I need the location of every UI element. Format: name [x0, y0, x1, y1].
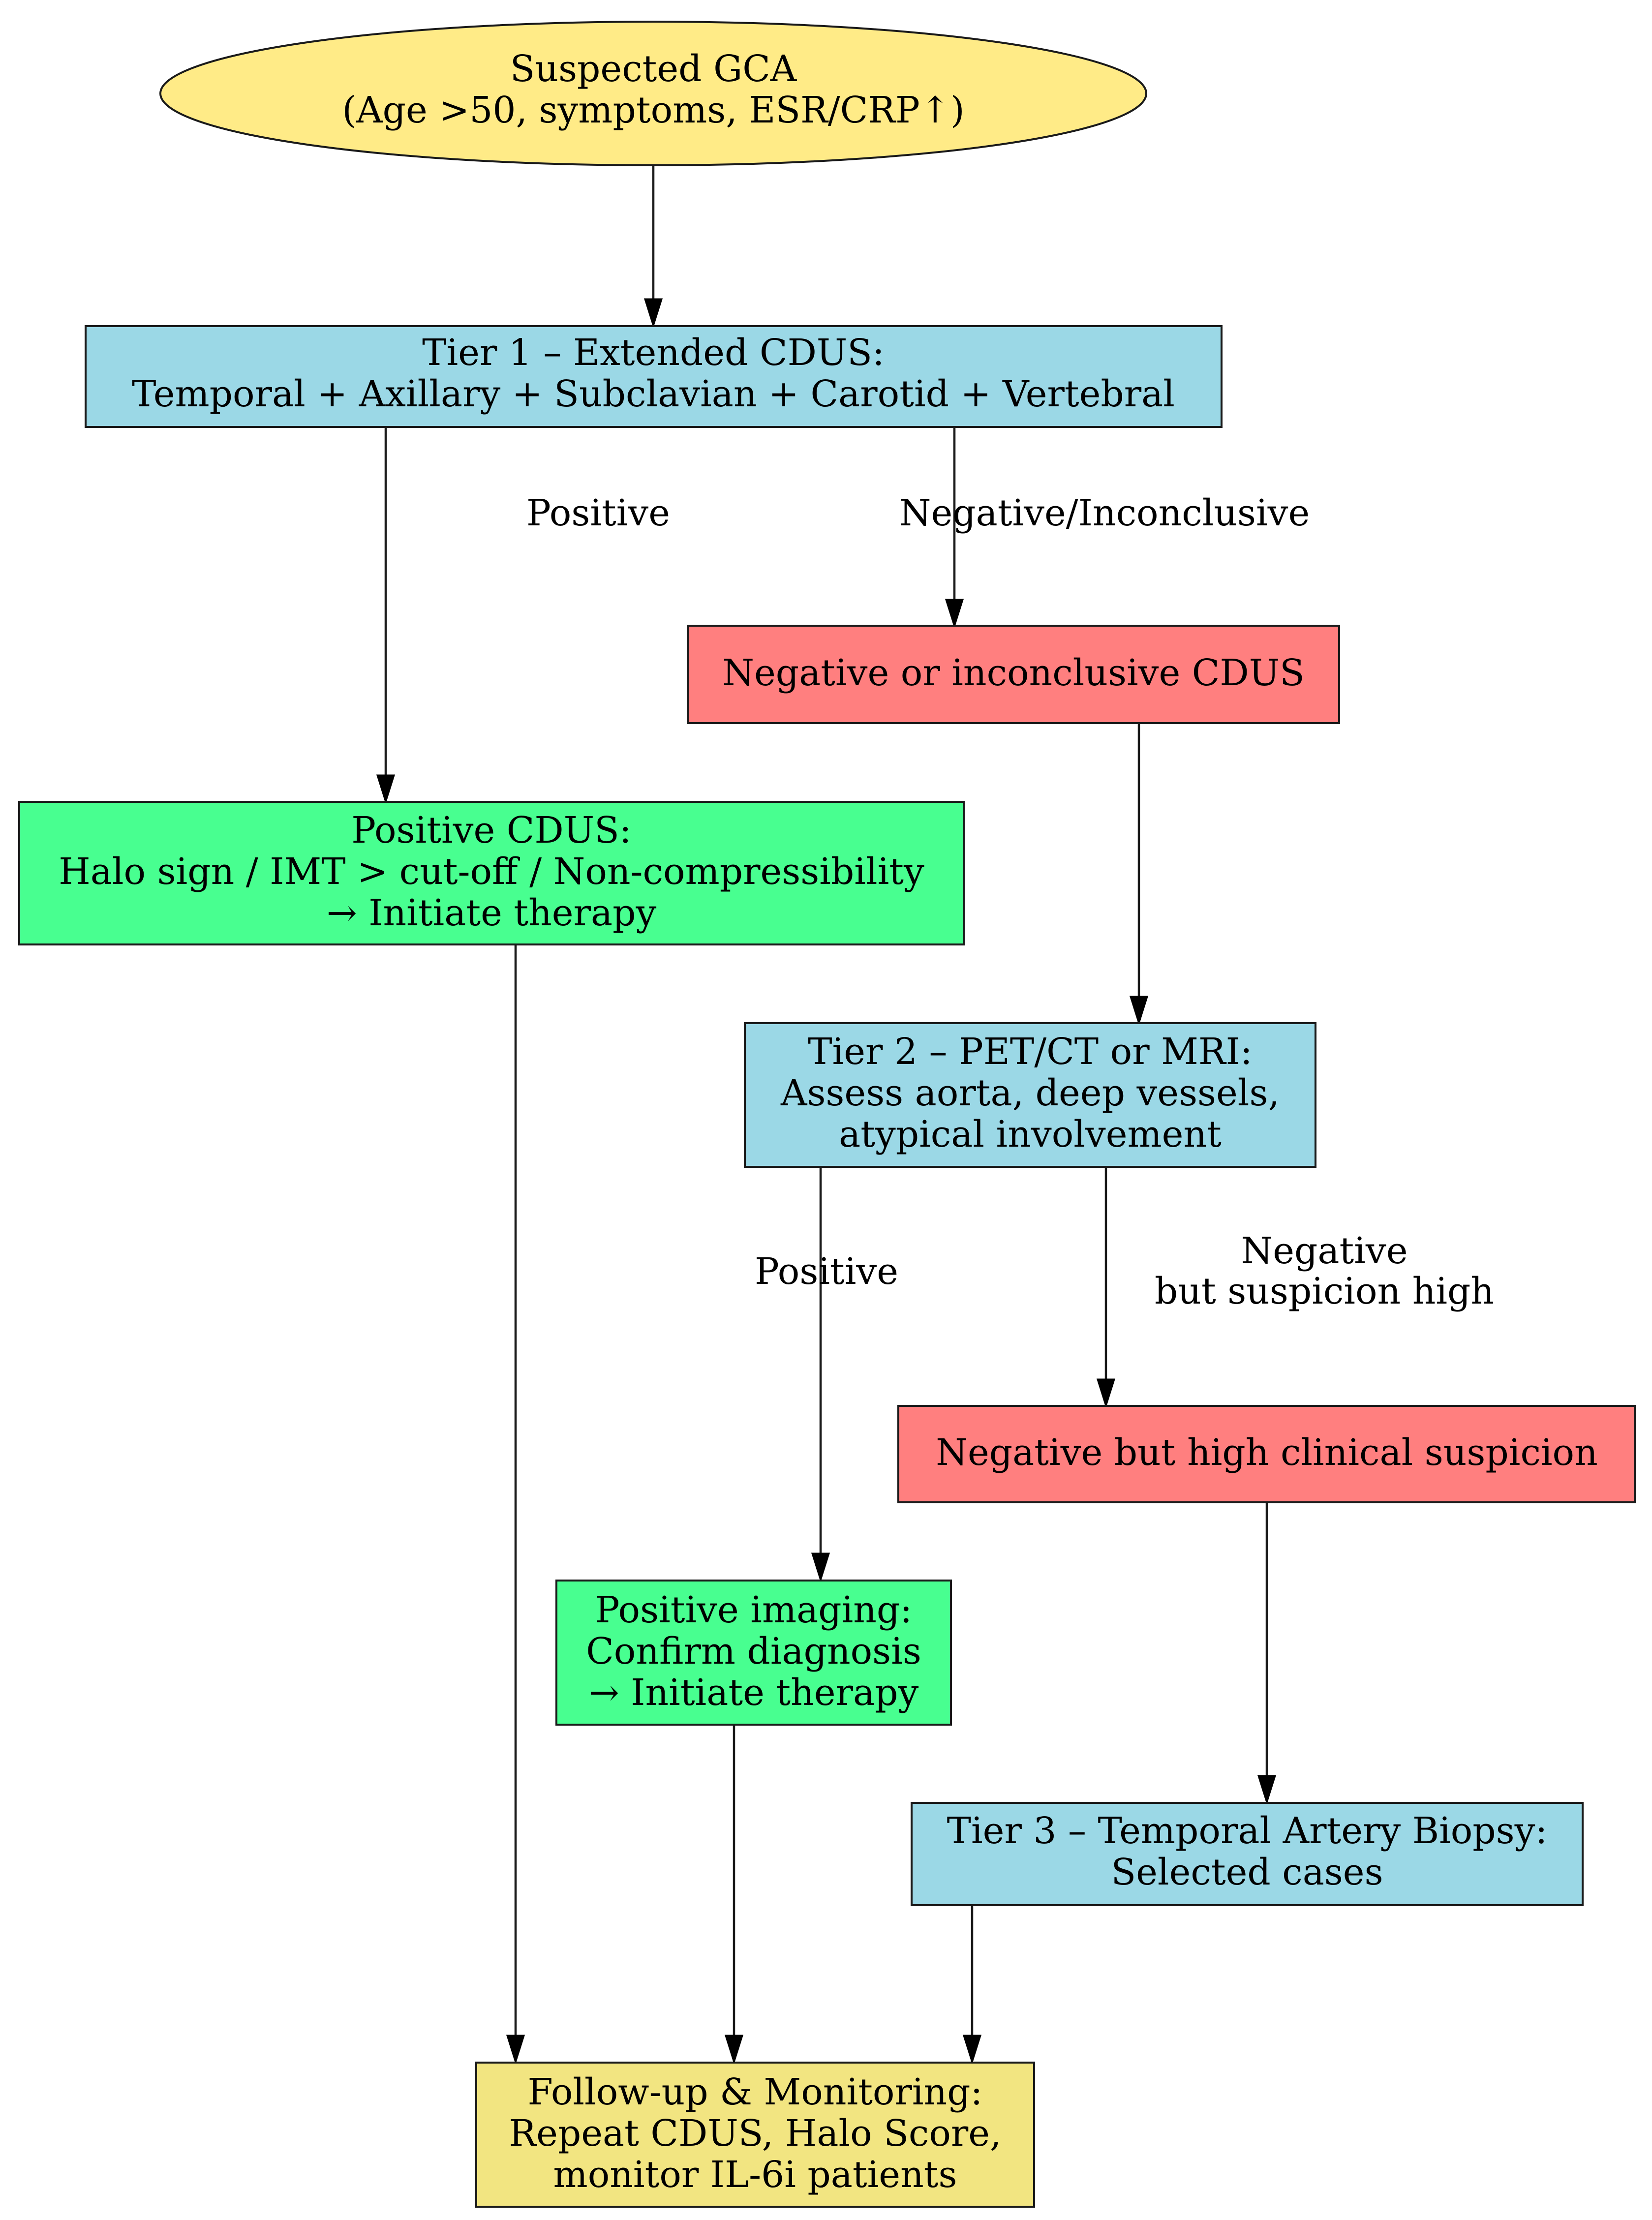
text-line: Negative/Inconclusive	[899, 492, 1310, 534]
edge-positive-cdus-to-followup	[506, 944, 525, 2065]
text-line: Halo sign / IMT > cut-off / Non-compress…	[59, 851, 924, 893]
text-line: Positive	[755, 1250, 898, 1293]
edge-start-to-tier1	[643, 165, 663, 328]
tier2-label: Tier 2 – PET/CT or MRI:Assess aorta, dee…	[780, 1031, 1280, 1156]
node-followup-monitoring: Follow-up & Monitoring:Repeat CDUS, Halo…	[475, 2062, 1035, 2208]
node-tier1-extended-cdus: Tier 1 – Extended CDUS:Temporal + Axilla…	[85, 325, 1223, 428]
node-negative-high-suspicion: Negative but high clinical suspicion	[897, 1405, 1636, 1503]
text-line: Follow-up & Monitoring:	[528, 2071, 983, 2113]
edge-tier2-to-negative-high	[1096, 1167, 1116, 1408]
node-positive-imaging: Positive imaging:Confirm diagnosis→ Init…	[555, 1580, 952, 1726]
node-tier2-pet-mri: Tier 2 – PET/CT or MRI:Assess aorta, dee…	[744, 1022, 1316, 1168]
text-line: Confirm diagnosis	[586, 1630, 921, 1673]
tier1-label: Tier 1 – Extended CDUS:Temporal + Axilla…	[132, 332, 1175, 415]
edge-label-tier1-negative: Negative/Inconclusive	[899, 492, 1310, 534]
tier3-label: Tier 3 – Temporal Artery Biopsy:Selected…	[947, 1810, 1548, 1893]
positive-imaging-label: Positive imaging:Confirm diagnosis→ Init…	[586, 1589, 921, 1714]
positive-cdus-label: Positive CDUS:Halo sign / IMT > cut-off …	[59, 809, 924, 934]
followup-label: Follow-up & Monitoring:Repeat CDUS, Halo…	[509, 2071, 1001, 2196]
text-line: Positive	[526, 492, 670, 534]
followup-box	[475, 2062, 1035, 2208]
edge-tier3-to-followup	[962, 1905, 982, 2065]
edge-positive-imaging-to-followup	[724, 1725, 744, 2065]
start-ellipse	[159, 21, 1147, 166]
text-line: Negative	[1241, 1230, 1407, 1272]
text-line: → Initiate therapy	[589, 1672, 919, 1714]
text-line: Positive CDUS:	[351, 809, 631, 852]
text-line: atypical involvement	[839, 1113, 1222, 1156]
text-line: but suspicion high	[1155, 1270, 1494, 1312]
text-line: Selected cases	[1111, 1851, 1383, 1893]
text-line: Tier 2 – PET/CT or MRI:	[808, 1031, 1253, 1073]
text-line: Tier 3 – Temporal Artery Biopsy:	[947, 1810, 1548, 1852]
text-line: → Initiate therapy	[327, 892, 657, 934]
node-positive-cdus: Positive CDUS:Halo sign / IMT > cut-off …	[18, 801, 965, 945]
text-line: Negative but high clinical suspicion	[936, 1431, 1598, 1474]
positive-cdus-box	[18, 801, 965, 945]
negative-cdus-box	[687, 625, 1340, 724]
edge-negative-cdus-to-tier2	[1129, 723, 1149, 1026]
edge-label-tier2-positive: Positive	[755, 1250, 898, 1293]
negative-cdus-label: Negative or inconclusive CDUS	[722, 652, 1305, 694]
edge-tier1-to-negative-cdus	[945, 427, 964, 629]
text-line: Negative or inconclusive CDUS	[722, 652, 1305, 694]
tier3-box	[911, 1802, 1584, 1906]
negative-high-label: Negative but high clinical suspicion	[936, 1431, 1598, 1474]
nodes: Suspected GCA(Age >50, symptoms, ESR/CRP…	[18, 21, 1636, 2208]
positive-imaging-box	[555, 1580, 952, 1726]
node-tier3-biopsy: Tier 3 – Temporal Artery Biopsy:Selected…	[911, 1802, 1584, 1906]
text-line: Repeat CDUS, Halo Score,	[509, 2112, 1001, 2155]
text-line: Tier 1 – Extended CDUS:	[422, 332, 885, 374]
start-label: Suspected GCA(Age >50, symptoms, ESR/CRP…	[342, 48, 964, 131]
edge-labels: Positive Negative/Inconclusive Positive …	[526, 492, 1494, 1312]
tier1-box	[85, 325, 1223, 428]
text-line: Positive imaging:	[595, 1589, 912, 1631]
node-suspected-gca: Suspected GCA(Age >50, symptoms, ESR/CRP…	[159, 21, 1147, 166]
node-negative-cdus: Negative or inconclusive CDUS	[687, 625, 1340, 724]
edge-negative-high-to-tier3	[1257, 1502, 1277, 1805]
edge-tier1-to-positive-cdus	[376, 427, 396, 804]
tier2-box	[744, 1022, 1316, 1168]
text-line: Assess aorta, deep vessels,	[780, 1072, 1280, 1114]
text-line: monitor IL-6i patients	[553, 2154, 957, 2196]
edge-tier2-to-positive-imaging	[811, 1167, 830, 1582]
text-line: (Age >50, symptoms, ESR/CRP↑)	[342, 89, 964, 131]
edge-label-tier1-positive: Positive	[526, 492, 670, 534]
edges	[376, 165, 1277, 2065]
text-line: Suspected GCA	[510, 48, 797, 90]
negative-high-box	[897, 1405, 1636, 1503]
text-line: Temporal + Axillary + Subclavian + Carot…	[132, 373, 1175, 415]
